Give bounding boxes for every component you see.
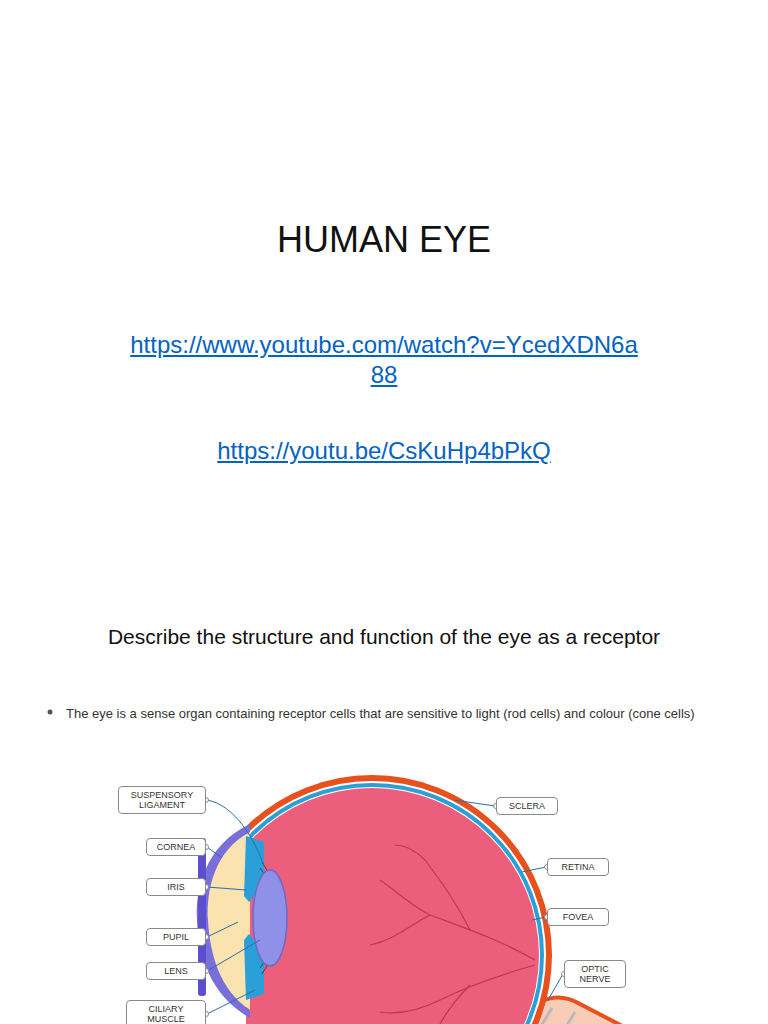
part-name: RETINA xyxy=(561,862,594,872)
video-link: https://www.youtube.com/watch?v=YcedXDN6… xyxy=(124,330,644,390)
part-label-box: OPTIC NERVE xyxy=(564,960,626,988)
part-name: IRIS xyxy=(167,882,185,892)
part-name: PUPIL xyxy=(163,932,189,942)
bullet-dot xyxy=(48,710,53,715)
part-label-box: CORNEA xyxy=(146,838,206,856)
pointer-dots xyxy=(204,798,567,1017)
lens-shape xyxy=(253,870,287,966)
video-link: https://youtu.be/CsKuHp4bPkQ xyxy=(84,436,684,466)
bullet-text: The eye is a sense organ containing rece… xyxy=(66,704,726,723)
part-label-box: LENS xyxy=(146,962,206,980)
blood-vessels xyxy=(370,845,535,1024)
leader-lines xyxy=(207,800,563,1014)
part-label-box: SUSPENSORY LIGAMENT xyxy=(118,786,206,814)
part-label-box: FOVEA xyxy=(547,908,609,926)
question-heading: Describe the structure and function of t… xyxy=(30,624,738,650)
slide-title: HUMAN EYE xyxy=(0,218,768,262)
part-name: LENS xyxy=(164,966,188,976)
part-label-box: RETINA xyxy=(547,858,609,876)
part-name: FOVEA xyxy=(563,912,594,922)
part-label-box: SCLERA xyxy=(496,797,558,815)
part-label-box: IRIS xyxy=(146,878,206,896)
part-name: SCLERA xyxy=(509,801,545,811)
part-name: CORNEA xyxy=(157,842,196,852)
part-label-box: CILIARY MUSCLE xyxy=(126,1000,206,1024)
part-name: CILIARY MUSCLE xyxy=(132,1004,200,1024)
part-name: SUSPENSORY LIGAMENT xyxy=(124,790,200,810)
part-label-box: PUPIL xyxy=(146,928,206,946)
part-name: OPTIC NERVE xyxy=(570,964,620,984)
